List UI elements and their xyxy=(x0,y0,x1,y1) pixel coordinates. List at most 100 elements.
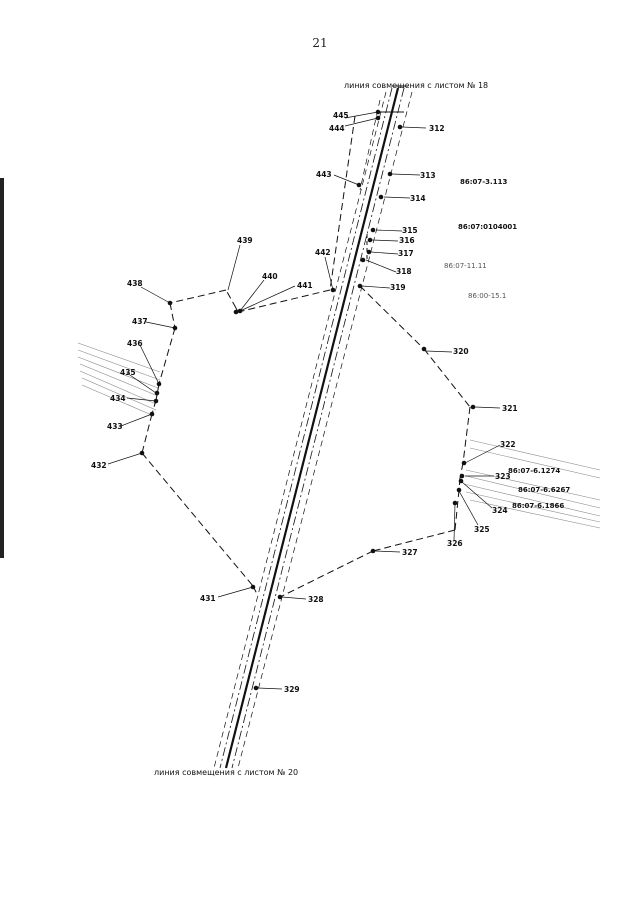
cadastral-label: 86:00-15.1 xyxy=(468,292,506,300)
hatch-line-left xyxy=(79,363,159,397)
survey-point xyxy=(397,124,403,130)
point-label: 322 xyxy=(500,440,516,449)
point-label: 433 xyxy=(107,422,123,431)
boundary-line xyxy=(158,327,176,385)
label-leader-line xyxy=(453,503,456,541)
cadastral-label: 86:07-6.1866 xyxy=(512,502,564,510)
point-label: 441 xyxy=(297,281,313,290)
boundary-line xyxy=(141,452,254,587)
label-leader-line xyxy=(126,397,157,402)
survey-point xyxy=(378,194,384,200)
boundary-line xyxy=(279,550,374,598)
survey-point xyxy=(370,548,376,554)
label-leader-line xyxy=(401,126,427,129)
point-label: 440 xyxy=(262,272,278,281)
hatch-line-right xyxy=(465,475,601,509)
hatch-line-right xyxy=(463,483,601,517)
point-label: 438 xyxy=(127,279,143,288)
label-leader-line xyxy=(361,285,391,289)
boundary-line xyxy=(237,289,331,313)
boundary-line xyxy=(141,413,153,454)
label-leader-line xyxy=(126,372,157,394)
survey-point xyxy=(452,500,458,506)
corridor-boundary-line xyxy=(237,91,413,769)
point-label: 320 xyxy=(453,347,469,356)
survey-point xyxy=(456,487,462,493)
label-leader-line xyxy=(425,350,453,353)
point-label: 321 xyxy=(502,404,518,413)
label-leader-line xyxy=(474,406,501,409)
survey-point xyxy=(421,346,427,352)
label-leader-line xyxy=(239,285,296,312)
boundary-line xyxy=(225,289,237,309)
point-label: 443 xyxy=(316,170,332,179)
boundary-line xyxy=(169,302,176,329)
point-label: 325 xyxy=(474,525,490,534)
label-leader-line xyxy=(281,596,307,600)
boundary-line xyxy=(423,348,471,408)
label-leader-line xyxy=(239,279,265,312)
survey-point xyxy=(253,685,259,691)
hatch-line-right xyxy=(469,439,601,471)
match-line-bottom-label: линия совмещения с листом № 20 xyxy=(154,768,298,777)
label-leader-line xyxy=(333,174,360,186)
point-label: 328 xyxy=(308,595,324,604)
point-label: 435 xyxy=(120,368,136,377)
hatch-line-right xyxy=(465,469,601,501)
label-leader-line xyxy=(458,490,479,526)
point-label: 318 xyxy=(396,267,412,276)
survey-point xyxy=(470,404,476,410)
survey-point xyxy=(461,460,467,466)
corridor-boundary-line xyxy=(213,91,387,769)
label-leader-line xyxy=(383,196,411,199)
point-label: 431 xyxy=(200,594,216,603)
survey-point xyxy=(387,171,393,177)
point-label: 445 xyxy=(333,111,349,120)
label-leader-line xyxy=(120,413,153,427)
hatch-line-left xyxy=(79,370,157,405)
point-label: 327 xyxy=(402,548,418,557)
point-label: 314 xyxy=(410,194,426,203)
label-leader-line xyxy=(324,256,334,291)
hatch-line-right xyxy=(465,491,601,523)
label-leader-line xyxy=(370,251,399,255)
corridor-axis xyxy=(224,87,400,769)
label-leader-line xyxy=(140,286,171,304)
label-leader-line xyxy=(375,229,403,232)
label-leader-line xyxy=(461,481,493,509)
corridor-edge-line xyxy=(231,87,405,769)
cadastral-label: 86:07-6.6267 xyxy=(518,486,570,494)
cadastral-label: 86:07:0104001 xyxy=(458,223,517,231)
corridor-edge-line xyxy=(219,87,393,769)
point-label: 312 xyxy=(429,124,445,133)
survey-point xyxy=(459,473,465,479)
point-label: 329 xyxy=(284,685,300,694)
point-label: 316 xyxy=(399,236,415,245)
label-leader-line xyxy=(371,239,399,242)
boundary-line xyxy=(372,529,456,552)
boundary-line xyxy=(169,289,227,304)
hatch-line-right xyxy=(469,447,601,479)
scan-edge-bar xyxy=(0,178,4,558)
corridor-boundary-line xyxy=(359,99,381,191)
label-leader-line xyxy=(365,259,397,273)
point-label: 315 xyxy=(402,226,418,235)
point-label: 437 xyxy=(132,317,148,326)
cadastral-label: 86:07-3.113 xyxy=(460,178,507,186)
cadastral-label: 86:07-6.1274 xyxy=(508,467,560,475)
point-label: 319 xyxy=(390,283,406,292)
survey-point xyxy=(360,257,366,263)
point-label: 326 xyxy=(447,539,463,548)
hatch-line-left xyxy=(77,342,161,373)
match-line-top-label: линия совмещения с листом № 18 xyxy=(344,81,488,90)
point-label: 323 xyxy=(495,472,511,481)
point-label: 324 xyxy=(492,506,508,515)
point-label: 434 xyxy=(110,394,126,403)
survey-point xyxy=(277,594,283,600)
label-leader-line xyxy=(344,111,379,119)
boundary-line xyxy=(462,406,471,464)
hatch-line-right xyxy=(469,499,601,529)
label-leader-line xyxy=(217,586,254,598)
